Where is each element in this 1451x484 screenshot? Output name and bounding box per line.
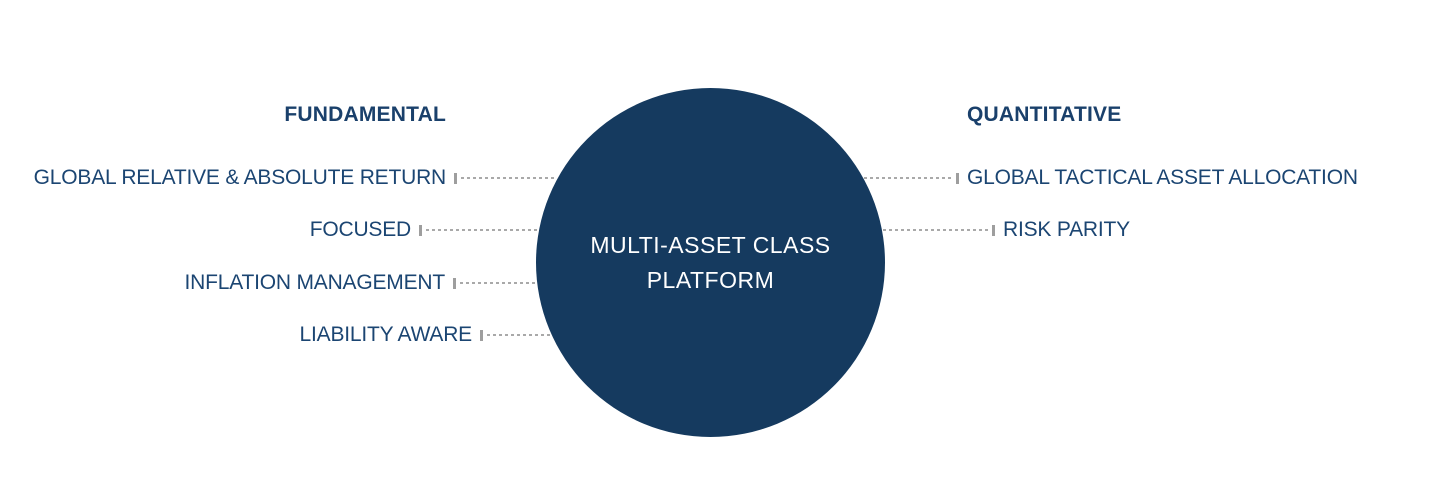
row-liability-aware: LIABILITY AWARE — [0, 321, 551, 349]
label-global-relative-absolute-return: GLOBAL RELATIVE & ABSOLUTE RETURN — [33, 166, 447, 189]
label-risk-parity: RISK PARITY — [1003, 218, 1130, 241]
row-global-relative-absolute-return: GLOBAL RELATIVE & ABSOLUTE RETURN — [0, 164, 556, 192]
row-risk-parity: RISK PARITY — [883, 216, 1451, 244]
platform-title-line1: MULTI-ASSET CLASS — [590, 231, 831, 258]
row-inflation-management: INFLATION MANAGEMENT — [0, 269, 537, 297]
connector-line — [883, 229, 988, 231]
label-inflation-management: INFLATION MANAGEMENT — [184, 271, 446, 294]
connector-tick — [419, 224, 422, 236]
connector-line — [487, 334, 551, 336]
label-focused: FOCUSED — [309, 218, 411, 241]
connector-tick — [992, 224, 995, 236]
central-circle: MULTI-ASSET CLASS PLATFORM — [536, 88, 885, 437]
connector-tick — [453, 277, 456, 289]
connector-tick — [956, 172, 959, 184]
connector-line — [460, 282, 537, 284]
platform-title: MULTI-ASSET CLASS PLATFORM — [590, 228, 830, 298]
label-liability-aware: LIABILITY AWARE — [299, 323, 473, 346]
label-global-tactical-asset-allocation: GLOBAL TACTICAL ASSET ALLOCATION — [967, 166, 1358, 189]
left-column-header-fundamental: FUNDAMENTAL — [284, 103, 446, 126]
connector-line — [864, 177, 952, 179]
connector-line — [426, 229, 538, 231]
connector-tick — [454, 172, 457, 184]
connector-line — [461, 177, 556, 179]
right-column-header-quantitative: QUANTITATIVE — [967, 103, 1122, 126]
platform-title-line2: PLATFORM — [646, 266, 775, 293]
row-global-tactical-asset-allocation: GLOBAL TACTICAL ASSET ALLOCATION — [864, 164, 1451, 192]
row-focused: FOCUSED — [0, 216, 538, 244]
connector-tick — [480, 329, 483, 341]
